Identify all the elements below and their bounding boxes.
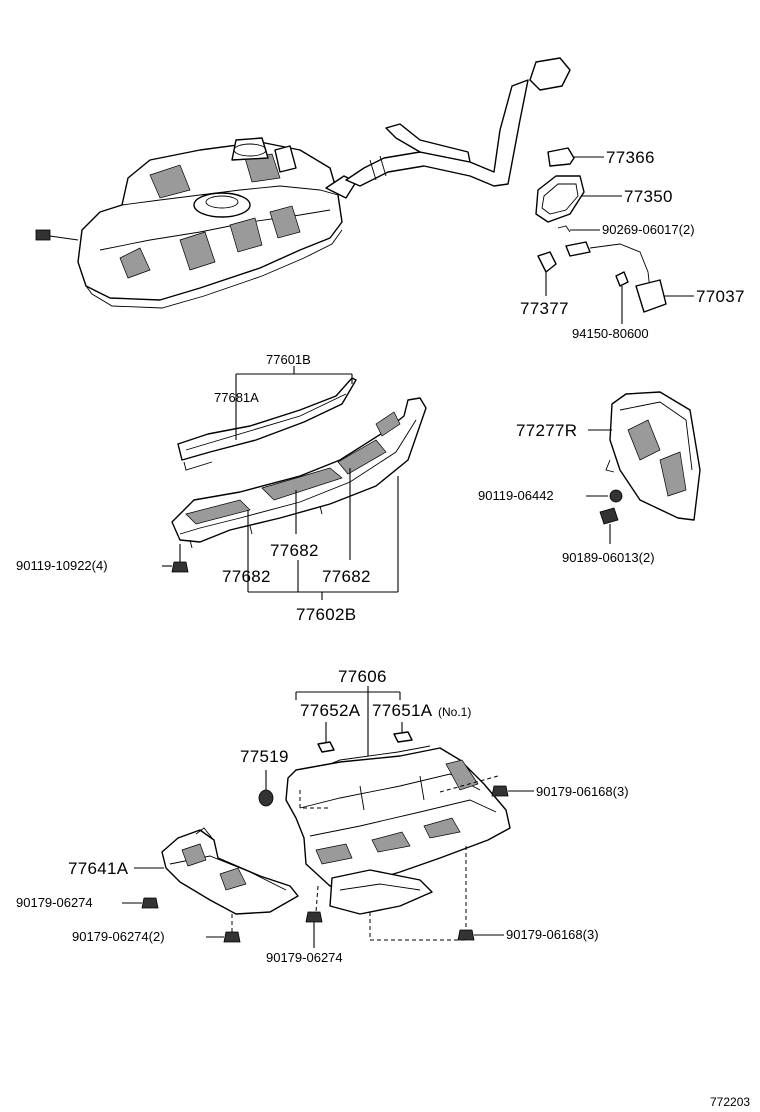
label-77037: 77037: [696, 287, 745, 306]
bolt-90119-06442: [609, 489, 623, 503]
label-90119-06442: 90119-06442: [478, 488, 554, 503]
label-94150-80600: 94150-80600: [572, 326, 649, 341]
label-77682-left: 77682: [222, 567, 271, 586]
nut-90179-06168-bottom: [457, 929, 475, 941]
label-77601B: 77601B: [266, 352, 311, 367]
label-77519: 77519: [240, 747, 289, 766]
bolt-90119-10922: [171, 544, 189, 573]
label-77651A: 77651A: [372, 701, 433, 720]
fuel-lid-parts: [535, 147, 667, 313]
nut-90179-06274-b: [223, 931, 241, 943]
label-90269-06017: 90269-06017(2): [602, 222, 695, 237]
figure-number: 772203: [710, 1095, 750, 1109]
clip-90189-06013: [599, 507, 619, 544]
engine-under-cover: [285, 745, 511, 915]
fuel-tank: [35, 137, 357, 309]
label-77602B: 77602B: [296, 605, 356, 624]
label-77377: 77377: [520, 299, 569, 318]
clip-77519: [258, 789, 274, 807]
label-90179-06274-b: 90179-06274(2): [72, 929, 165, 944]
label-77652A: 77652A: [300, 701, 361, 720]
label-77682-right: 77682: [322, 567, 371, 586]
label-90179-06274-c: 90179-06274: [266, 950, 343, 965]
nut-90179-06274-a: [141, 897, 159, 909]
fuel-tank-protector: [171, 397, 427, 549]
label-77606: 77606: [338, 667, 387, 686]
fuel-tank-band: [177, 377, 357, 471]
label-77651A-note: (No.1): [438, 705, 471, 719]
label-77641A: 77641A: [68, 859, 129, 878]
label-90179-06168-bottom: 90179-06168(3): [506, 927, 599, 942]
label-90119-10922: 90119-10922(4): [16, 558, 108, 573]
label-77681A: 77681A: [214, 390, 259, 405]
front-under-cover-77641A: [161, 827, 299, 915]
label-77682-center: 77682: [270, 541, 319, 560]
label-77350: 77350: [624, 187, 673, 206]
label-90179-06274-a: 90179-06274: [16, 895, 93, 910]
pads-77652A-77651A: [317, 722, 413, 753]
nut-90179-06168-top: [491, 785, 509, 797]
side-protector-77277R: [605, 391, 701, 521]
label-77366: 77366: [606, 148, 655, 167]
fuel-filler-pipe: [345, 57, 571, 187]
label-90179-06168-top: 90179-06168(3): [536, 784, 629, 799]
label-90189-06013: 90189-06013(2): [562, 550, 655, 565]
label-77277R: 77277R: [516, 421, 577, 440]
nut-90179-06274-c: [305, 911, 323, 923]
